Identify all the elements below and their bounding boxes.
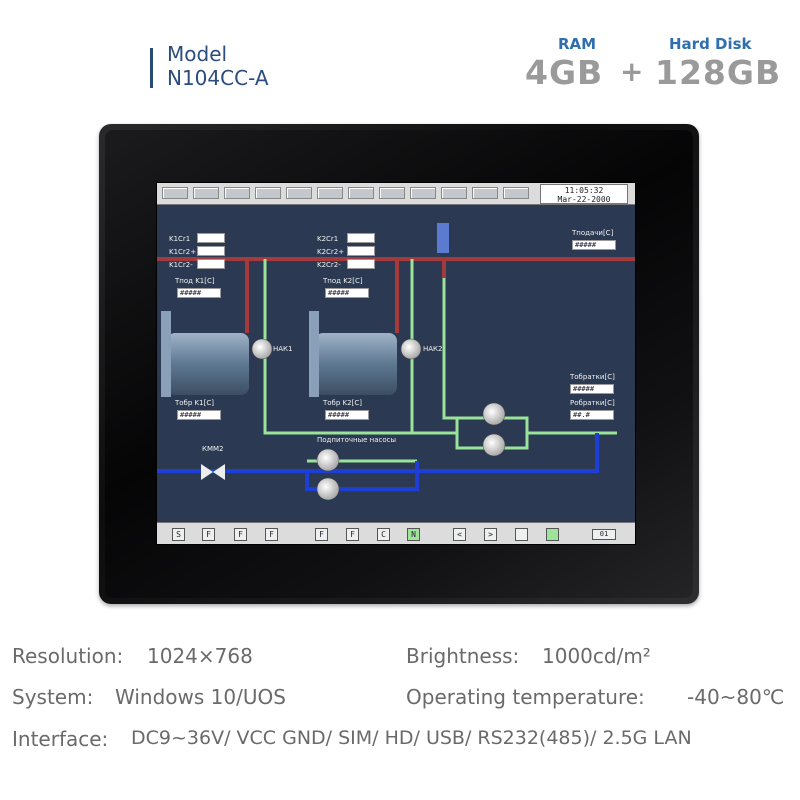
k2-label-1: K2Cr1: [317, 235, 339, 243]
k2-status-box: [347, 259, 375, 269]
k2-label-2: K2Cr2+: [317, 248, 345, 256]
t-obr-k2-label: Тобр K2[C]: [323, 399, 362, 407]
interface-label: Interface:: [12, 727, 109, 751]
clock-time: 11:05:32: [564, 186, 604, 195]
t-pod-k2-value: #####: [325, 288, 369, 298]
bottom-button-blank[interactable]: [515, 528, 528, 541]
top-toolbar-button[interactable]: [348, 187, 374, 199]
panel-pc-device: 11:05:32 Mar-22-2000 K1Cr1 K1Cr2+ K1Cr2-…: [99, 124, 699, 604]
bottom-button-f3[interactable]: F: [265, 528, 278, 541]
model-label: Model: [167, 42, 228, 66]
t-pod-k2-label: Тпод K2[C]: [323, 277, 363, 285]
hard-disk-label: Hard Disk: [669, 35, 752, 53]
top-toolbar-button[interactable]: [193, 187, 219, 199]
top-toolbar-button[interactable]: [224, 187, 250, 199]
k2-label-3: K2Cr2-: [317, 261, 341, 269]
k1-status-box: [197, 246, 225, 256]
hard-disk-value: 128GB: [655, 53, 782, 92]
brightness-value: 1000cd/m²: [542, 644, 651, 668]
bottom-button-s[interactable]: S: [172, 528, 185, 541]
model-code: N104CC-A: [167, 66, 269, 90]
scada-screen[interactable]: 11:05:32 Mar-22-2000 K1Cr1 K1Cr2+ K1Cr2-…: [156, 182, 636, 545]
boiler-tanks: [161, 311, 397, 397]
clock-date: Mar-22-2000: [557, 195, 611, 204]
k1-label-3: K1Cr2-: [169, 261, 193, 269]
bottom-button-f4[interactable]: F: [315, 528, 328, 541]
plus-sign: +: [620, 55, 644, 88]
t-pod-k1-label: Тпод K1[C]: [175, 277, 215, 285]
r-obratki-value: ##.#: [570, 410, 614, 420]
system-value: Windows 10/UOS: [115, 685, 286, 709]
t-obratki-label: Тобратки[C]: [570, 373, 615, 381]
top-toolbar-button[interactable]: [503, 187, 529, 199]
bottom-button-green[interactable]: [546, 528, 559, 541]
bottom-button-next[interactable]: >: [484, 528, 497, 541]
scada-top-toolbar: 11:05:32 Mar-22-2000: [157, 183, 635, 205]
top-toolbar-button[interactable]: [379, 187, 405, 199]
bottom-button-prev[interactable]: <: [453, 528, 466, 541]
clock-display: 11:05:32 Mar-22-2000: [540, 184, 628, 204]
pipe-diagram: [157, 223, 635, 501]
pumps-label: Подпиточные насосы: [317, 436, 397, 444]
t-pod-k1-value: #####: [177, 288, 221, 298]
kmm2-valve: [201, 464, 225, 480]
cold-water-pipes: [157, 433, 599, 491]
bottom-button-f5[interactable]: F: [346, 528, 359, 541]
top-toolbar-button[interactable]: [441, 187, 467, 199]
temperature-label: Operating temperature:: [406, 685, 645, 709]
top-toolbar-button[interactable]: [162, 187, 188, 199]
t-obr-k2-value: #####: [325, 410, 369, 420]
resolution-label: Resolution:: [12, 644, 124, 668]
brightness-label: Brightness:: [406, 644, 520, 668]
resolution-value: 1024×768: [147, 644, 253, 668]
kmm2-label: КММ2: [202, 445, 224, 453]
nak1-label: НАК1: [273, 345, 293, 353]
top-toolbar-button[interactable]: [286, 187, 312, 199]
top-valve: [437, 223, 449, 253]
k1-label-2: K1Cr2+: [169, 248, 197, 256]
system-label: System:: [12, 685, 94, 709]
pumps: [251, 338, 506, 501]
t-obr-k1-label: Тобр K1[C]: [175, 399, 214, 407]
nak2-label: НАК2: [423, 345, 443, 353]
bottom-button-f2[interactable]: F: [234, 528, 247, 541]
k2-status-box: [347, 246, 375, 256]
top-toolbar-button[interactable]: [317, 187, 343, 199]
ram-label: RAM: [558, 35, 597, 53]
ram-value: 4GB: [525, 53, 604, 92]
t-obr-k1-value: #####: [177, 410, 221, 420]
top-toolbar-button[interactable]: [472, 187, 498, 199]
page-number-display: 01: [592, 529, 616, 540]
t-podachi-label: Тподачи[C]: [572, 229, 614, 237]
bottom-button-n[interactable]: N: [407, 528, 420, 541]
k1-status-box: [197, 233, 225, 243]
t-obratki-value: #####: [570, 384, 614, 394]
k1-status-box: [197, 259, 225, 269]
k1-label-1: K1Cr1: [169, 235, 191, 243]
model-divider: [150, 48, 153, 88]
t-podachi-value: #####: [572, 240, 616, 250]
top-toolbar-button[interactable]: [255, 187, 281, 199]
top-toolbar-button[interactable]: [410, 187, 436, 199]
interface-value: DC9~36V/ VCC GND/ SIM/ HD/ USB/ RS232(48…: [131, 727, 692, 749]
bottom-button-c[interactable]: C: [377, 528, 390, 541]
scada-bottom-toolbar: S F F F F F C N < > 01: [157, 522, 635, 544]
temperature-value: -40~80℃: [687, 685, 785, 709]
bottom-button-f1[interactable]: F: [202, 528, 215, 541]
hot-water-pipes: [157, 257, 635, 333]
r-obratki-label: Робратки[C]: [570, 399, 615, 407]
k2-status-box: [347, 233, 375, 243]
